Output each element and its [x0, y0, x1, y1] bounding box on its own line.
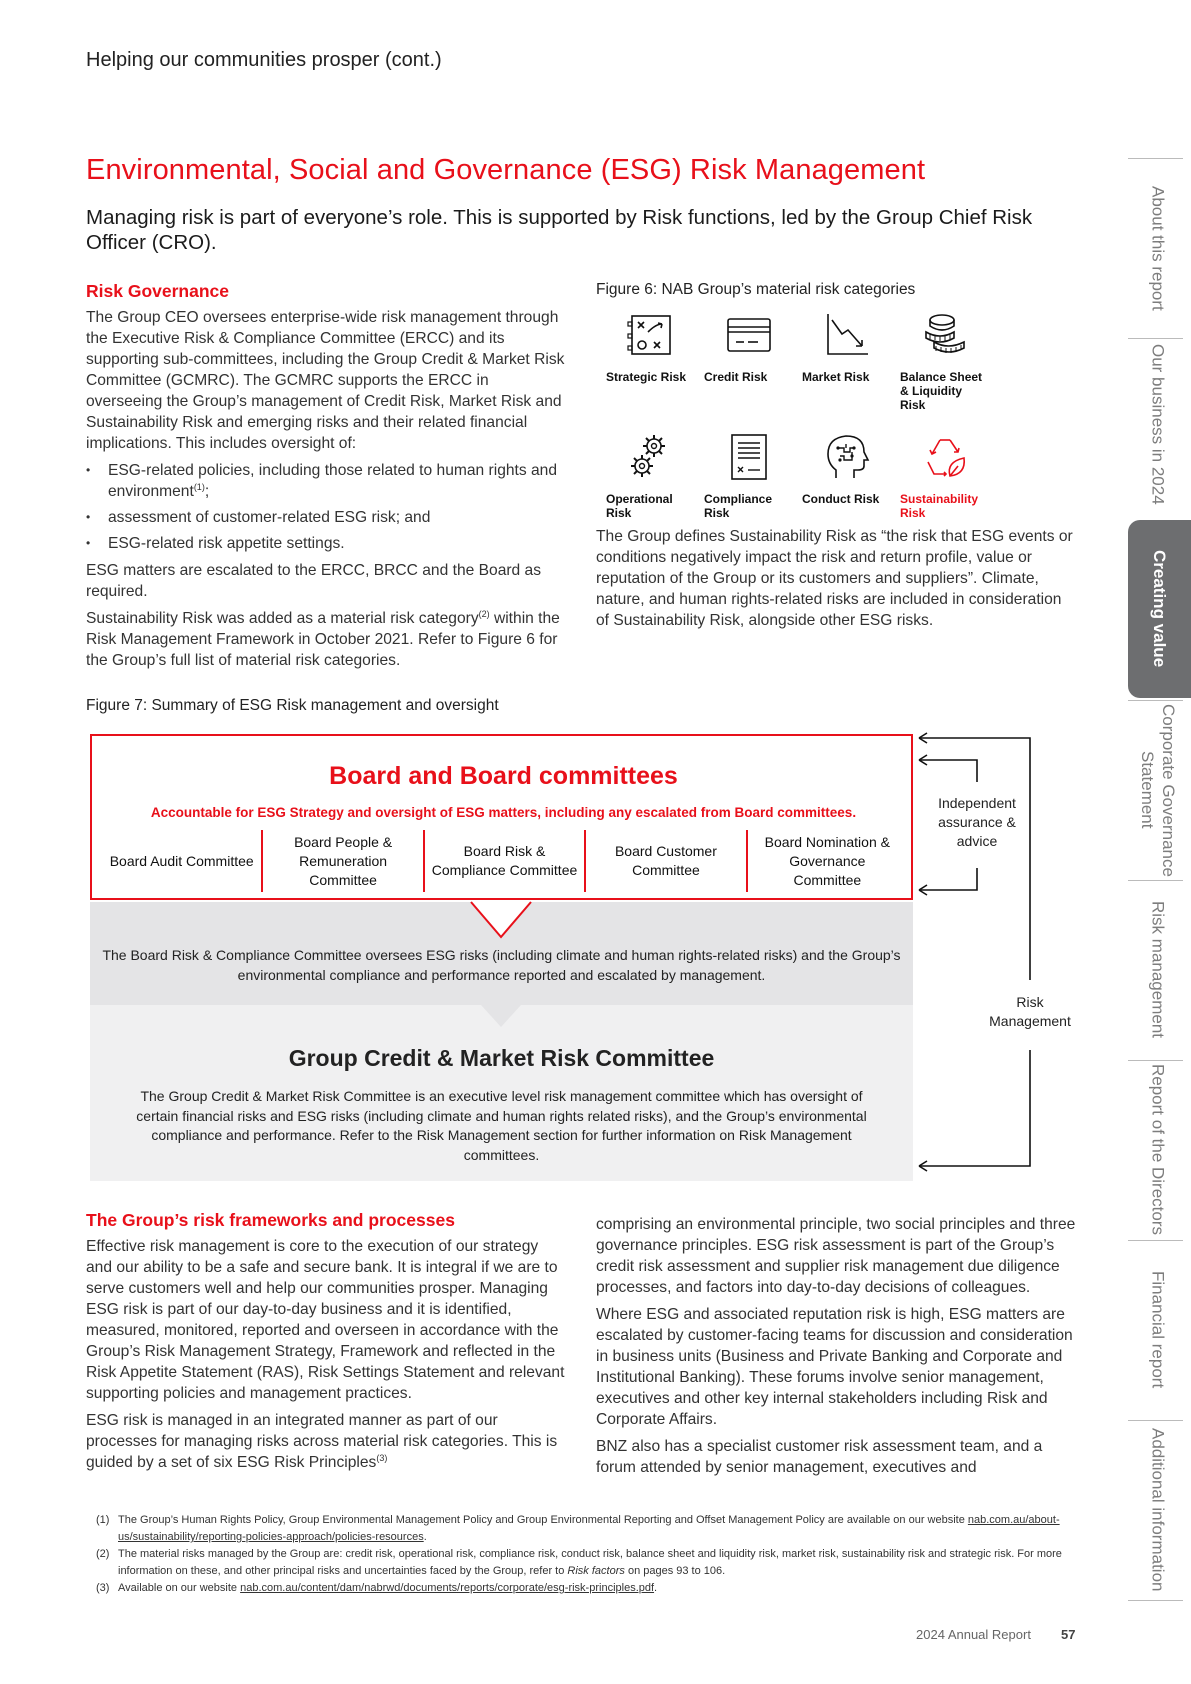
risk-category-operational: Operational Risk	[596, 432, 694, 542]
nav-tab-our-business[interactable]: Our business in 2024	[1148, 343, 1168, 505]
list-item: assessment of customer-related ESG risk;…	[86, 507, 566, 528]
policies-link[interactable]: nab.com.au/about-us/sustainability/repor…	[118, 1514, 1060, 1543]
credit-card-icon	[727, 318, 771, 352]
risk-category-sustainability: Sustainability Risk	[890, 432, 988, 542]
nav-tab-risk-management[interactable]: Risk management	[1148, 901, 1168, 1039]
list-item: ESG-related risk appetite settings.	[86, 533, 566, 554]
sustainability-risk-paragraph: Sustainability Risk was added as a mater…	[86, 608, 560, 669]
nav-divider	[1128, 1420, 1183, 1421]
nav-tab-corporate-governance[interactable]: Corporate Governance Statement	[1138, 703, 1178, 877]
risk-frameworks-heading: The Group’s risk frameworks and processe…	[86, 1210, 455, 1230]
frameworks-paragraph-3: comprising an environmental principle, t…	[596, 1216, 1076, 1296]
coin-stack-icon	[925, 314, 965, 353]
risk-categories-grid: Strategic Risk Credit Risk Market Risk	[596, 310, 1006, 542]
nav-divider	[1128, 1240, 1183, 1241]
figure7-title: Figure 7: Summary of ESG Risk management…	[86, 697, 499, 714]
risk-category-market: Market Risk	[792, 310, 890, 420]
footnotes: (1) The Group’s Human Rights Policy, Gro…	[96, 1512, 1076, 1597]
risk-governance-section: Risk Governance The Group CEO oversees e…	[86, 281, 566, 677]
risk-category-strategic: Strategic Risk	[596, 310, 694, 420]
risk-governance-heading: Risk Governance	[86, 281, 229, 301]
committee-board-audit: Board Audit Committee	[102, 830, 264, 892]
footnote-1: (1) The Group’s Human Rights Policy, Gro…	[96, 1514, 1060, 1543]
footer-report-name: 2024 Annual Report	[916, 1627, 1031, 1642]
nav-divider	[1128, 700, 1183, 701]
recycle-leaf-icon	[927, 439, 966, 477]
committee-board-customer: Board Customer Committee	[586, 830, 748, 892]
frameworks-paragraph-5: BNZ also has a specialist customer risk …	[596, 1438, 1043, 1476]
escalation-paragraph: ESG matters are escalated to the ERCC, B…	[86, 562, 542, 600]
head-brain-icon	[827, 435, 870, 478]
figure6-title: Figure 6: NAB Group’s material risk cate…	[596, 281, 916, 298]
nav-tab-about-this-report[interactable]: About this report	[1148, 185, 1168, 311]
board-title: Board and Board committees	[329, 762, 678, 790]
list-item: ESG-related policies, including those re…	[86, 460, 566, 502]
nav-divider	[1128, 158, 1183, 159]
nav-divider	[1128, 1600, 1183, 1601]
risk-category-conduct: Conduct Risk	[792, 432, 890, 542]
gcmrc-panel: Group Credit & Market Risk Committee The…	[90, 1005, 913, 1181]
risk-management-label: Risk Management	[989, 994, 1071, 1029]
frameworks-paragraph-1: Effective risk management is core to the…	[86, 1238, 565, 1402]
strategy-board-icon	[627, 315, 671, 355]
governance-intro: The Group CEO oversees enterprise-wide r…	[86, 309, 565, 452]
page-number: 57	[1061, 1627, 1076, 1642]
diagram-connectors	[470, 901, 532, 1027]
nav-tab-report-of-directors[interactable]: Report of the Directors	[1148, 1064, 1168, 1236]
committee-board-risk-compliance: Board Risk & Compliance Committee	[425, 830, 587, 892]
nav-tab-additional-information[interactable]: Additional information	[1148, 1428, 1168, 1592]
risk-category-balance-sheet: Balance Sheet & Liquidity Risk	[890, 310, 988, 420]
nav-divider	[1128, 338, 1183, 339]
oversight-list: ESG-related policies, including those re…	[86, 460, 566, 554]
risk-frameworks-section: The Group’s risk frameworks and processe…	[86, 1210, 566, 1479]
gears-icon	[631, 435, 665, 477]
footnote-3: (3) Available on our website nab.com.au/…	[96, 1582, 658, 1594]
gcmrc-text: The Group Credit & Market Risk Committee…	[136, 1088, 867, 1163]
feedback-arrows	[918, 732, 1031, 1172]
committee-board-people-remuneration: Board People & Remuneration Committee	[263, 830, 425, 892]
downtrend-chart-icon	[827, 314, 868, 355]
gcmrc-title: Group Credit & Market Risk Committee	[288, 1045, 715, 1071]
nav-divider	[1128, 880, 1183, 881]
independent-assurance-label: Independent assurance & advice	[938, 795, 1016, 849]
board-committee-list: Board Audit Committee Board People & Rem…	[102, 830, 907, 892]
nav-tab-financial-report[interactable]: Financial report	[1148, 1271, 1168, 1389]
page-subtitle: Managing risk is part of everyone’s role…	[86, 206, 1033, 254]
footnote-2: (2) The material risks managed by the Gr…	[96, 1548, 1062, 1577]
nav-divider	[1128, 1060, 1183, 1061]
frameworks-paragraph-2: ESG risk is managed in an integrated man…	[86, 1412, 558, 1471]
frameworks-paragraph-4: Where ESG and associated reputation risk…	[596, 1306, 1073, 1428]
risk-category-credit: Credit Risk	[694, 310, 792, 420]
esg-principles-link[interactable]: nab.com.au/content/dam/nabrwd/documents/…	[240, 1582, 655, 1594]
sustainability-risk-definition: The Group defines Sustainability Risk as…	[596, 528, 1073, 629]
brcc-text: The Board Risk & Compliance Committee ov…	[102, 947, 901, 983]
page-title: Environmental, Social and Governance (ES…	[86, 154, 926, 186]
board-committees-box: Board and Board committees Accountable f…	[90, 734, 913, 900]
risk-category-compliance: Compliance Risk	[694, 432, 792, 542]
esg-oversight-diagram: The Board Risk & Compliance Committee ov…	[86, 730, 1076, 1185]
running-header: Helping our communities prosper (cont.)	[86, 49, 442, 71]
committee-board-nomination-governance: Board Nomination & Governance Committee	[764, 833, 890, 888]
frameworks-column-2: comprising an environmental principle, t…	[596, 1214, 1076, 1484]
board-subtitle: Accountable for ESG Strategy and oversig…	[150, 805, 857, 820]
nav-tab-creating-value[interactable]: Creating value	[1128, 520, 1191, 698]
document-icon	[731, 434, 767, 480]
